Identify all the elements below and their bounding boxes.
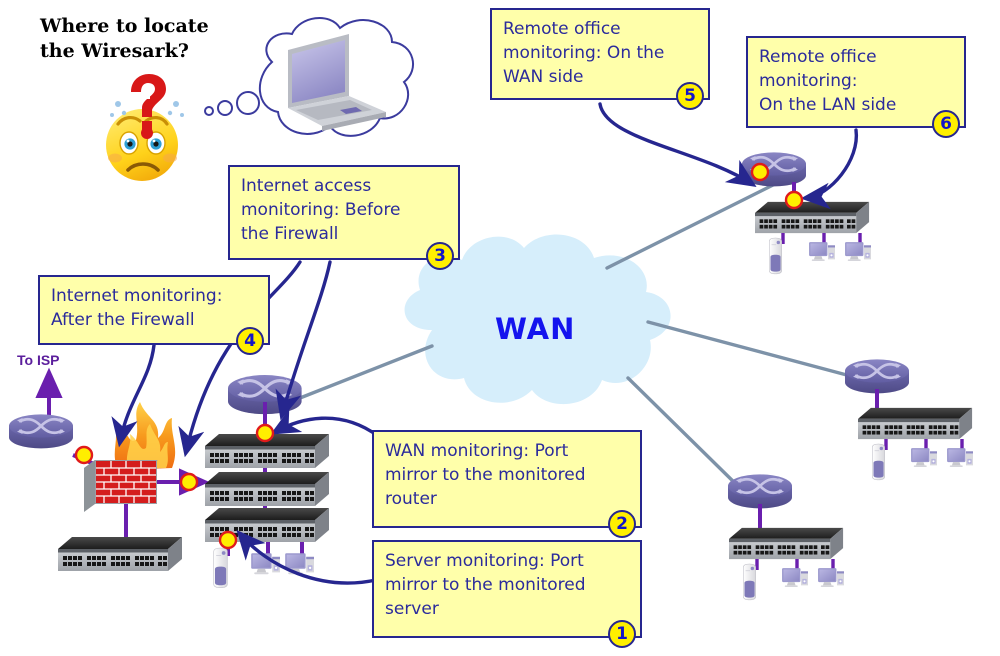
callout-server-monitoring-line-3: server [385, 599, 439, 619]
tap-point-before-firewall[interactable] [74, 445, 94, 465]
tap-point-remote-lan-side[interactable] [784, 190, 804, 210]
workstation-branch-right-1 [911, 448, 937, 467]
wan-cloud-label: WAN [495, 312, 576, 346]
router-isp-edge [7, 413, 75, 450]
leader-callout-4 [111, 343, 156, 448]
to-isp-label: To ISP [17, 352, 60, 368]
switch-remote-office [755, 201, 870, 234]
callout-wan-monitoring[interactable]: WAN monitoring: Port mirror to the monito… [372, 430, 642, 528]
callout-wan-monitoring-line-2: mirror to the monitored [385, 465, 586, 485]
leader-callout-1 [236, 529, 378, 585]
callout-wan-monitoring-line-3: router [385, 489, 437, 509]
callout-badge-3[interactable]: 3 [426, 242, 454, 270]
callout-badge-2[interactable]: 2 [608, 510, 636, 538]
callout-badge-6[interactable]: 6 [932, 110, 960, 138]
page-title: Where to locate the Wiresark? [40, 14, 270, 64]
callout-remote-office-lan-side[interactable]: Remote office monitoring: On the LAN side [746, 36, 966, 128]
page-title-line1: Where to locate [40, 15, 209, 37]
leader-callout-2 [270, 408, 380, 438]
wan-link-branch-bottom [626, 376, 744, 492]
callout-remote-office-wan-side-line-2: monitoring: On the [503, 43, 665, 63]
firewall-icon [84, 460, 158, 512]
workstation-remote-2 [845, 242, 871, 261]
callout-internet-monitoring[interactable]: Internet monitoring: After the Firewall [38, 275, 270, 345]
switch-hq-2 [205, 472, 329, 506]
wan-link-hq [298, 344, 434, 400]
callout-remote-office-lan-side-line-1: Remote office [759, 47, 877, 67]
callout-wan-monitoring-line-1: WAN monitoring: Port [385, 441, 569, 461]
server-remote-office [768, 237, 783, 275]
wan-link-remote-office [605, 183, 775, 270]
callout-badge-4[interactable]: 4 [236, 327, 264, 355]
callout-server-monitoring-line-1: Server monitoring: Port [385, 551, 584, 571]
callout-server-monitoring[interactable]: Server monitoring: Port mirror to the mon… [372, 540, 642, 638]
question-mark-icon [110, 74, 184, 139]
switch-branch-right [858, 407, 973, 440]
tap-point-remote-wan-side[interactable] [750, 162, 770, 182]
leader-callout-6 [800, 128, 858, 210]
leader-callout-3 [275, 260, 332, 421]
laptop-icon [288, 34, 386, 131]
wan-link-branch-right [646, 320, 860, 380]
tap-point-after-firewall[interactable] [179, 472, 199, 492]
tap-point-wan-router[interactable] [255, 423, 275, 443]
workstation-branch-bottom-2 [818, 568, 844, 587]
workstation-remote-1 [809, 242, 835, 261]
callout-remote-office-lan-side-line-3: On the LAN side [759, 95, 897, 115]
leader-callout-5 [598, 102, 757, 187]
callout-internet-access-monitoring-line-1: Internet access [241, 176, 372, 196]
tap-point-server[interactable] [218, 530, 238, 550]
callout-remote-office-wan-side-line-3: WAN side [503, 67, 584, 87]
callout-remote-office-wan-side-line-1: Remote office [503, 19, 621, 39]
flame-icon [114, 402, 176, 470]
server-branch-right [871, 443, 886, 481]
switch-dmz [58, 537, 182, 571]
wan-cloud-icon [404, 234, 671, 405]
router-branch-right [843, 358, 911, 395]
callout-remote-office-lan-side-line-2: monitoring: [759, 71, 858, 91]
callout-internet-access-monitoring[interactable]: Internet access monitoring: Before the Fir… [228, 165, 460, 260]
callout-internet-monitoring-line-1: Internet monitoring: [51, 286, 223, 306]
callout-internet-access-monitoring-line-2: monitoring: Before [241, 200, 401, 220]
callout-badge-1[interactable]: 1 [608, 620, 636, 648]
workstation-branch-bottom-1 [782, 568, 808, 587]
callout-internet-monitoring-line-2: After the Firewall [51, 310, 195, 330]
wan-link-lines [298, 183, 860, 492]
callout-server-monitoring-line-2: mirror to the monitored [385, 575, 586, 595]
switch-branch-bottom [729, 527, 844, 560]
callout-leader-lines [111, 102, 858, 585]
router-branch-bottom [726, 473, 794, 510]
page-title-line2: the Wiresark? [40, 40, 189, 62]
server-branch-bottom [742, 563, 757, 601]
callout-badge-5[interactable]: 5 [676, 82, 704, 110]
workstation-branch-right-2 [947, 448, 973, 467]
callout-internet-access-monitoring-line-3: the Firewall [241, 224, 339, 244]
confused-face-icon [106, 109, 178, 181]
server-hq [213, 547, 228, 589]
